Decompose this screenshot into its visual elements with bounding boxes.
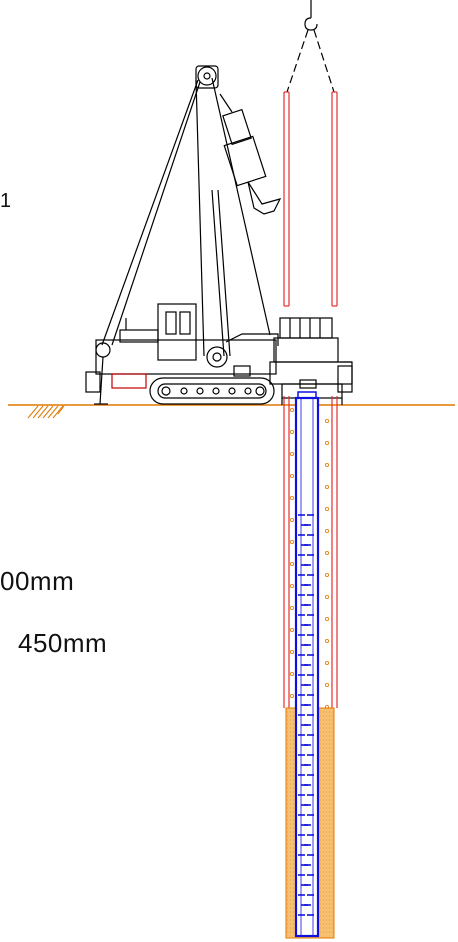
aggregate-dot	[324, 573, 329, 578]
aggregate-dot	[289, 694, 294, 699]
aggregate-dot	[289, 407, 294, 412]
aggregate-dot	[324, 551, 329, 556]
aggregate-dot	[289, 628, 294, 633]
vibro-hammer	[219, 93, 282, 215]
aggregate-dot	[324, 595, 329, 600]
aggregate-dot	[324, 462, 329, 467]
aggregate-dot	[289, 584, 294, 589]
aggregate-dot	[289, 650, 294, 655]
operator-cab	[157, 303, 197, 361]
pile-driving-rig	[85, 65, 353, 405]
aggregate-dot	[324, 506, 329, 511]
edge-mark-label: 1	[0, 190, 10, 212]
counterweight	[111, 373, 147, 389]
casing-lower	[283, 396, 338, 708]
boom-left	[195, 79, 205, 357]
aggregate-dot	[324, 639, 329, 644]
crawler-track	[149, 377, 275, 405]
aggregate-dot	[289, 495, 294, 500]
aggregate-dot	[324, 617, 329, 622]
aggregate-dot	[289, 451, 294, 456]
aggregate-dot	[324, 661, 329, 666]
aggregate-dot	[289, 562, 294, 567]
aggregate-dot	[289, 518, 294, 523]
aggregate-dot	[289, 473, 294, 478]
aggregate-dot	[289, 606, 294, 611]
aggregate-dot	[324, 440, 329, 445]
machine-body	[95, 339, 277, 375]
boom-sheave	[197, 66, 217, 86]
aggregate-dot	[289, 540, 294, 545]
steel-cage	[294, 391, 320, 938]
boom-pivot	[206, 346, 228, 368]
ground-line	[8, 404, 455, 419]
casing-oscillator	[269, 317, 353, 405]
aggregate-dot	[324, 418, 329, 423]
dimension-label-inner: 450mm	[18, 628, 108, 658]
dimension-label-outer: 00mm	[0, 566, 75, 596]
aggregate-dot	[324, 484, 329, 489]
casing-upper	[283, 91, 338, 307]
concrete-aggregate	[289, 407, 329, 710]
soil-hatch-icon	[27, 405, 65, 419]
boom-brace	[211, 189, 225, 357]
aggregate-dot	[324, 529, 329, 534]
boom-right	[211, 77, 271, 336]
track-rollers	[161, 386, 265, 396]
aggregate-dot	[324, 683, 329, 688]
aggregate-dot	[289, 672, 294, 677]
backstay-cable	[101, 79, 199, 346]
aggregate-dot	[289, 429, 294, 434]
crane-hook-icon	[286, 0, 335, 93]
